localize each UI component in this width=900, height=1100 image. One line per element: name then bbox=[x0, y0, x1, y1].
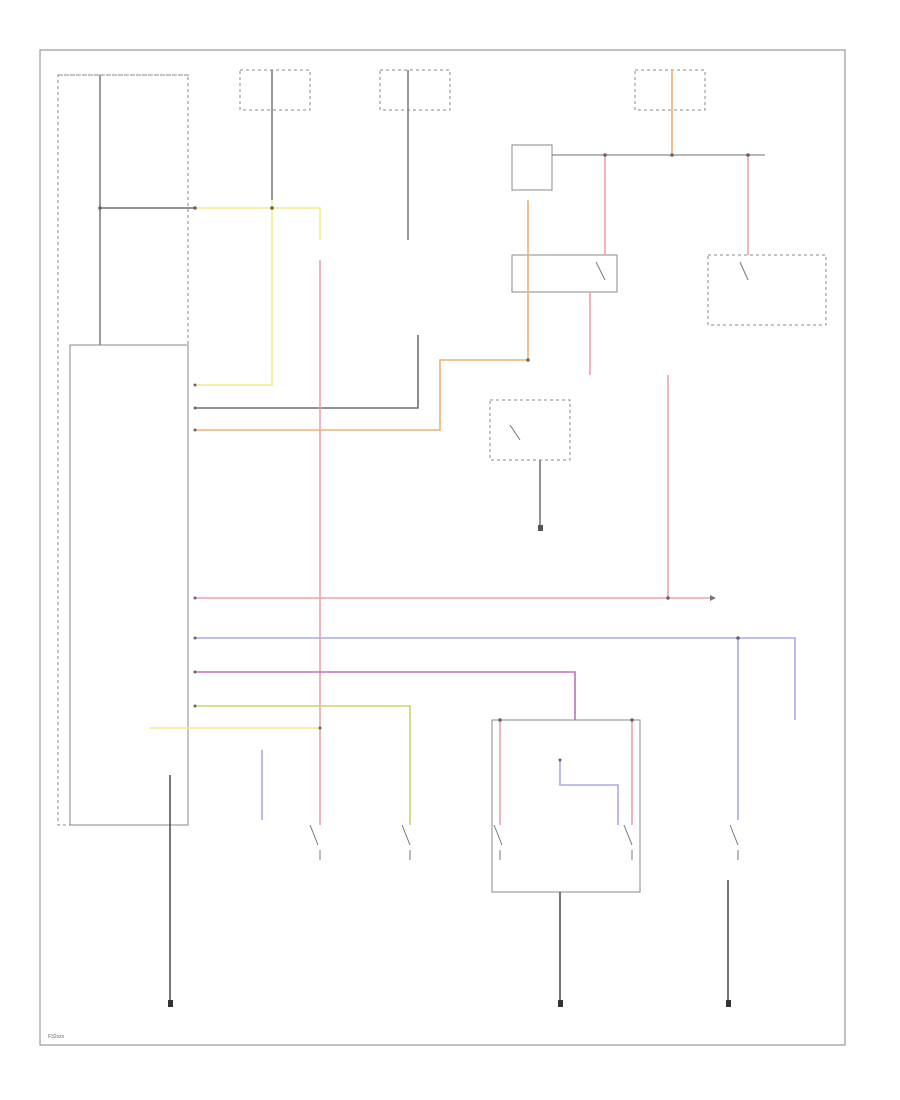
wire-yellow-1 bbox=[195, 207, 321, 240]
ground-symbol-right bbox=[726, 1000, 731, 1007]
switch-symbol-middle bbox=[509, 424, 521, 441]
output-arrows bbox=[710, 595, 716, 601]
connector-dots bbox=[98, 153, 750, 762]
wire-orange-1 bbox=[195, 200, 529, 431]
wire-blue-3 bbox=[559, 760, 619, 825]
control-unit-box bbox=[69, 344, 189, 826]
switch-symbol-parking-brake bbox=[729, 824, 739, 860]
fuse-group-3 bbox=[634, 69, 706, 155]
diagram-code: F32xxx bbox=[48, 1034, 65, 1040]
diagram-frame bbox=[39, 49, 846, 1046]
wire-blue-1 bbox=[195, 637, 796, 720]
fuse-group-1 bbox=[239, 69, 311, 200]
relay-box bbox=[511, 254, 618, 293]
switch-symbol-buckle-right bbox=[623, 824, 633, 860]
ground-symbol-left bbox=[168, 1000, 173, 1007]
right-relay-box bbox=[707, 254, 827, 326]
ground-symbol-middle bbox=[538, 525, 543, 531]
switch-symbol-buckle-left bbox=[493, 824, 503, 860]
switch-symbol-door bbox=[401, 824, 411, 860]
wire-green-1 bbox=[195, 705, 411, 825]
switch-symbol-key bbox=[309, 824, 321, 860]
wire-black-2 bbox=[195, 335, 419, 409]
switch-symbol-relay bbox=[595, 261, 606, 281]
middle-switch-box bbox=[489, 399, 571, 461]
buckle-switch-box bbox=[491, 719, 641, 893]
wire-yellow-2 bbox=[195, 200, 273, 386]
ground-symbol-center bbox=[558, 1000, 563, 1007]
fuse-box-outline bbox=[57, 74, 189, 826]
fuse-group-2 bbox=[379, 69, 451, 240]
wire-violet-1 bbox=[195, 671, 576, 720]
switch-symbol-right-relay bbox=[739, 261, 749, 281]
relay-coil-box bbox=[511, 144, 553, 191]
